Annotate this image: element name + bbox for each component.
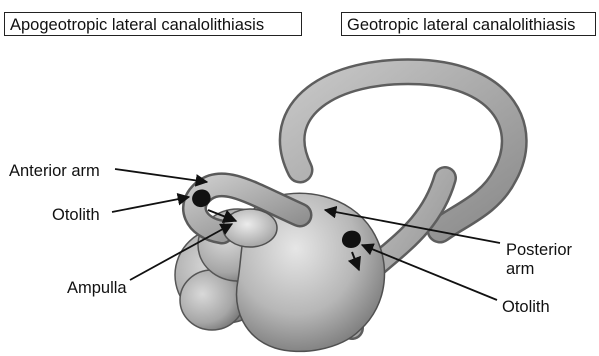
ampulla [223,209,277,247]
label-anterior-arm: Anterior arm [9,162,100,181]
label-otolith-right: Otolith [502,298,550,317]
label-ampulla: Ampulla [67,279,127,298]
otolith-left-leader [112,197,189,212]
label-otolith-left: Otolith [52,206,100,225]
anterior-arm-leader [115,169,207,182]
label-posterior-arm: Posterior arm [506,241,570,279]
